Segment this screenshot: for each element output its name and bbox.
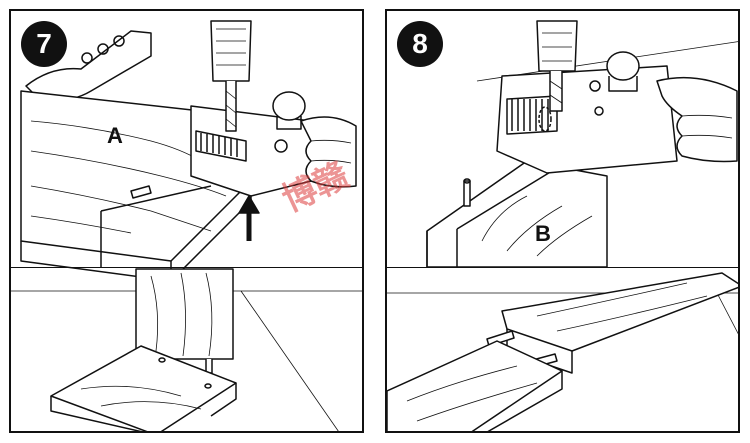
part-label: B xyxy=(535,221,551,246)
step-7-illustration xyxy=(11,20,362,431)
part-label: A xyxy=(107,123,123,148)
step-number-badge: 8 xyxy=(397,21,443,67)
step-7-panel: 7 xyxy=(9,9,364,433)
scene-divider xyxy=(11,267,362,268)
step-8-panel: 8 xyxy=(385,9,740,433)
step-number-badge: 7 xyxy=(21,21,67,67)
scene-divider xyxy=(387,267,738,268)
step-8-illustration xyxy=(387,20,738,431)
